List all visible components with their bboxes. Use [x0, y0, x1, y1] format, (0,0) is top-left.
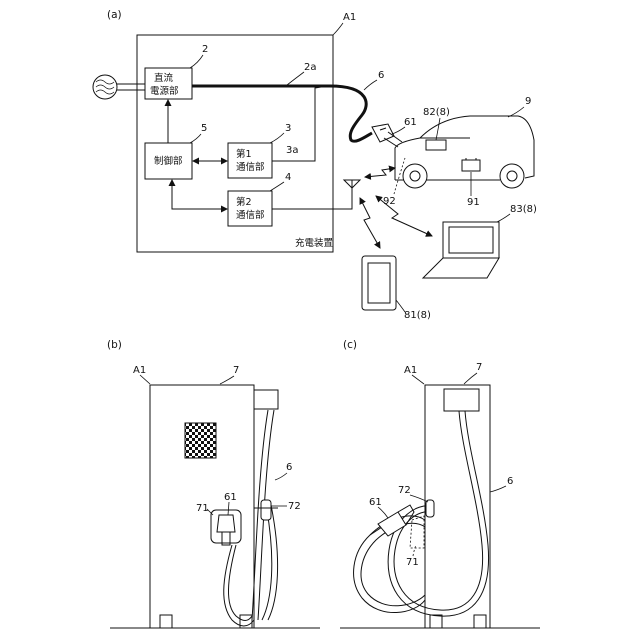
leader-83: [497, 214, 510, 222]
plug-61-c: [378, 512, 406, 536]
leader-6-b: [275, 473, 287, 480]
cable-c-lead: [370, 527, 382, 535]
leader-71-c: [413, 545, 416, 556]
leader-3: [270, 133, 284, 143]
leader-7-b: [220, 376, 234, 384]
ref-a1: A1: [343, 12, 356, 23]
leader-5: [190, 134, 201, 143]
ref-7-c: 7: [476, 362, 482, 373]
panel-c-label: (c): [343, 339, 357, 351]
ref-91: 91: [467, 197, 480, 208]
leader-2a: [287, 72, 304, 85]
charging-cable: [192, 86, 372, 141]
leader-a1-c: [412, 375, 424, 384]
panel-b-label: (b): [107, 339, 122, 351]
ref-a1-b: A1: [133, 365, 146, 376]
charging-plug: [372, 124, 402, 147]
panel-c: (c) A1 7 6 61 72 71: [340, 339, 540, 628]
charger-caption: 充電装置: [295, 237, 333, 249]
hook-72-b: [261, 500, 271, 520]
charger-body-c: [425, 385, 490, 628]
ref-2a: 2a: [304, 62, 317, 73]
leader-6-c: [490, 486, 506, 492]
ref-61-a: 61: [404, 117, 417, 128]
block-ctrl-text: 制御部: [154, 155, 183, 167]
leader-a1-b: [140, 375, 150, 384]
block-comm1-line1: 第1: [236, 148, 252, 160]
ref-61-b: 61: [224, 492, 237, 503]
ref-82: 82(8): [423, 107, 450, 118]
ref-6-c: 6: [507, 476, 513, 487]
ref-9: 9: [525, 96, 531, 107]
line-3a-comm-path: [272, 86, 327, 161]
leader-82: [436, 118, 440, 140]
laptop-icon: [423, 222, 499, 278]
arrow-ctrl-comm2: [172, 180, 227, 209]
holder-71-c: [410, 516, 424, 548]
block-comm1-line2: 通信部: [236, 161, 265, 173]
ref-71-c: 71: [406, 557, 419, 568]
leader-6: [364, 80, 377, 90]
qr-code-icon: [185, 423, 216, 458]
plug-61-b: [217, 515, 235, 532]
leader-a1: [333, 23, 343, 35]
smartphone-icon: [362, 256, 396, 310]
ref-3: 3: [285, 123, 291, 134]
leader-61-c: [378, 507, 388, 518]
panel-a: (a) A1 充電装置 直流 電源部 2 制御部 5 第1 通信部 3: [93, 9, 537, 321]
ref-6-b: 6: [286, 462, 292, 473]
ref-2: 2: [202, 44, 208, 55]
block-dc-line1: 直流: [154, 72, 174, 84]
ref-92: 92: [383, 196, 396, 207]
ref-a1-c: A1: [404, 365, 417, 376]
panel-b: (b) A1 7 6 61 71 72: [107, 339, 320, 628]
block-dc-line2: 電源部: [150, 85, 179, 97]
wireless-link-phone: [360, 198, 380, 248]
ref-6: 6: [378, 70, 384, 81]
leader-4: [270, 182, 284, 191]
top-box-b: [254, 390, 278, 409]
ref-5: 5: [201, 123, 207, 134]
ref-72-c: 72: [398, 485, 411, 496]
ref-83: 83(8): [510, 204, 537, 215]
ref-72-b: 72: [288, 501, 301, 512]
ref-4: 4: [285, 172, 291, 183]
leader-2: [190, 55, 203, 68]
panel-a-label: (a): [107, 9, 122, 21]
block-comm2-line1: 第2: [236, 196, 252, 208]
top-box-c: [444, 389, 479, 411]
wireless-link-vehicle: [365, 168, 395, 177]
leader-7-c: [464, 373, 477, 384]
block-comm2-line2: 通信部: [236, 209, 265, 221]
hook-72-c: [426, 500, 434, 517]
battery-unit-82: [426, 140, 446, 150]
cable-b-loop-b: [268, 505, 278, 620]
ref-3a: 3a: [286, 145, 299, 156]
ref-7-b: 7: [233, 365, 239, 376]
ref-61-c: 61: [369, 497, 382, 508]
line-comm2-antenna: [272, 188, 352, 209]
ref-71-b: 71: [196, 503, 209, 514]
leader-81: [396, 300, 405, 312]
leader-61-a: [392, 127, 405, 134]
ref-81: 81(8): [404, 310, 431, 321]
battery-91: [462, 160, 480, 171]
